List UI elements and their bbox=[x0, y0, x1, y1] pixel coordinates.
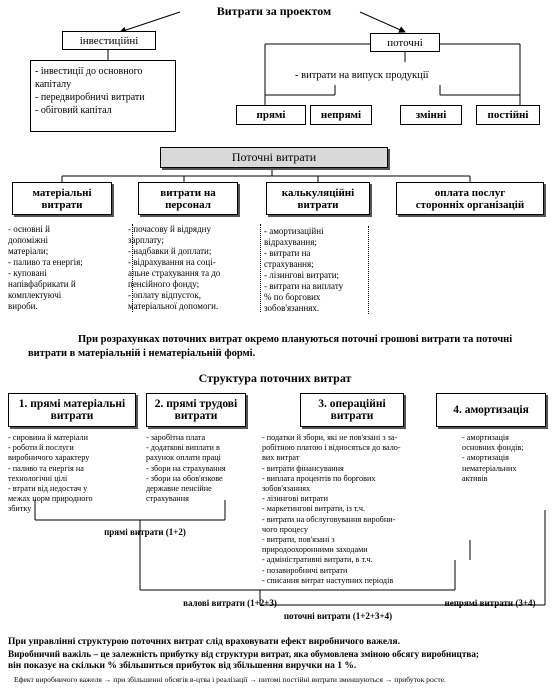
depreciation-label: 4. амортизація bbox=[453, 404, 529, 416]
direct-costs-label: прямі bbox=[256, 109, 286, 121]
direct-material-box: 1. прямі матеріальні витрати bbox=[8, 393, 136, 427]
operating-costs-list: - податки й збори, які не пов'язані з за… bbox=[262, 433, 442, 586]
list-item: - паливо та енергія на технологічні цілі bbox=[8, 463, 84, 483]
direct-labor-label: 2. прямі трудові витрати bbox=[154, 398, 238, 422]
investment-costs-box: інвестиційні bbox=[62, 31, 156, 50]
list-item: - маркетингові витрати, із т.ч. bbox=[262, 504, 366, 514]
personnel-costs-list: - почасову й відрядну зарплату; - надбав… bbox=[128, 224, 261, 312]
list-item: - амортизація нематеріальних активів bbox=[462, 453, 517, 483]
planning-note: При розрахунках поточних витрат окремо п… bbox=[28, 334, 513, 359]
list-item: - надбавки й доплати; bbox=[128, 246, 212, 256]
list-item: - витрати, пов'язані з природоохоронними… bbox=[262, 535, 368, 555]
external-services-box: оплата послуг сторонніх організацій bbox=[396, 182, 544, 215]
list-item: - амортизаційні відрахування; bbox=[264, 226, 324, 247]
list-item: - амортизація основних фондів; bbox=[462, 433, 524, 453]
personnel-costs-box: витрати на персонал bbox=[138, 182, 238, 215]
list-item: - збори на обов'язкове державне пенсійне… bbox=[146, 473, 223, 504]
calculation-costs-box: калькуляційні витрати bbox=[266, 182, 370, 215]
list-item: - основні й допоміжні матеріали; bbox=[8, 224, 50, 256]
list-item: - почасову й відрядну зарплату; bbox=[128, 224, 211, 245]
list-item: - адміністративні витрати, в т.ч. bbox=[262, 555, 373, 565]
list-item: - лізингові витрати bbox=[262, 494, 328, 504]
footer-line-2: Виробничий важіль – це залежність прибут… bbox=[8, 649, 479, 659]
list-item: - виплата процентів по боргових зобов'яз… bbox=[262, 473, 376, 494]
variable-costs-label: змінні bbox=[415, 109, 447, 121]
list-item: - сировина й матеріали bbox=[8, 433, 89, 442]
depreciation-box: 4. амортизація bbox=[436, 393, 546, 427]
list-item: - обіговий капітал bbox=[35, 105, 112, 116]
direct-material-label: 1. прямі матеріальні витрати bbox=[18, 398, 126, 422]
operating-costs-label: 3. операційні витрати bbox=[318, 398, 386, 422]
list-item: - позавиробничі витрати bbox=[262, 565, 348, 575]
investment-costs-list: - інвестиції до основного капіталу - пер… bbox=[30, 60, 176, 132]
list-item: - втрати від недостач у межах норм приро… bbox=[8, 484, 93, 514]
structure-title: Структура поточних витрат bbox=[198, 371, 352, 385]
list-item: - відрахування на соці- альне страхуванн… bbox=[128, 257, 221, 289]
list-item: - передвиробничі витрати bbox=[35, 92, 145, 103]
calculation-costs-list: - амортизаційні відрахування; - витрати … bbox=[264, 226, 369, 314]
direct-costs-group-label: прямі витрати (1+2) bbox=[104, 527, 186, 537]
footer-line-3: він показує на скільки % збільшиться при… bbox=[8, 661, 357, 671]
footer-line-4: Ефект виробничого важеля → при збільшенн… bbox=[14, 675, 446, 684]
fixed-costs-label: постійні bbox=[487, 109, 529, 121]
list-item: - лізингові витрати; bbox=[264, 270, 340, 280]
current-costs-box: поточні bbox=[370, 33, 440, 52]
current-costs-label: поточні bbox=[387, 36, 423, 49]
investment-costs-label: інвестиційні bbox=[79, 34, 139, 47]
indirect-costs-label: непрямі bbox=[320, 109, 362, 121]
running-costs-title: Поточні витрати bbox=[231, 150, 317, 164]
indirect-costs-group-label: непрямі витрати (3+4) bbox=[444, 598, 536, 608]
list-item: - збори на страхування bbox=[146, 463, 226, 473]
direct-costs-box: прямі bbox=[236, 105, 306, 125]
footer-line-1: При управлінні структурою поточних витра… bbox=[8, 637, 400, 647]
gross-costs-group-label: валові витрати (1+2+3) bbox=[183, 598, 277, 608]
running-costs-header: Поточні витрати bbox=[160, 147, 388, 168]
current-costs-group-label: поточні витрати (1+2+3+4) bbox=[283, 611, 393, 621]
list-item: - роботи й послуги виробничого характеру bbox=[8, 443, 90, 463]
depreciation-list: - амортизація основних фондів; - амортиз… bbox=[462, 433, 552, 484]
list-item: - витрати на страхування; bbox=[264, 248, 314, 269]
list-item: - витрати на обслуговування виробни- чог… bbox=[262, 514, 396, 534]
list-item: - витрати фінансування bbox=[262, 463, 344, 473]
project-costs-title: Витрати за проектом bbox=[216, 4, 332, 18]
indirect-costs-box: непрямі bbox=[310, 105, 372, 125]
calculation-costs-label: калькуляційні витрати bbox=[281, 186, 355, 211]
material-costs-list: - основні й допоміжні матеріали; - палив… bbox=[8, 224, 133, 312]
current-costs-subtitle: - витрати на випуск продукції bbox=[295, 70, 429, 81]
variable-costs-box: змінні bbox=[400, 105, 462, 125]
list-item: - оплату відпусток, матеріальної допомог… bbox=[128, 290, 219, 311]
list-item: - списання витрат наступних періодів bbox=[262, 575, 394, 585]
external-services-label: оплата послуг сторонніх організацій bbox=[415, 186, 525, 211]
material-costs-box: матеріальні витрати bbox=[12, 182, 112, 215]
list-item: - інвестиції до основного капіталу bbox=[35, 66, 143, 90]
operating-costs-box: 3. операційні витрати bbox=[300, 393, 404, 427]
direct-material-list: - сировина й матеріали - роботи й послуг… bbox=[8, 433, 136, 515]
material-costs-label: матеріальні витрати bbox=[32, 186, 92, 211]
list-item: - паливо та енергія; bbox=[8, 257, 83, 267]
list-item: - витрати на виплату % по боргових зобов… bbox=[264, 281, 344, 313]
direct-labor-box: 2. прямі трудові витрати bbox=[146, 393, 246, 427]
personnel-costs-label: витрати на персонал bbox=[160, 186, 216, 211]
fixed-costs-box: постійні bbox=[476, 105, 540, 125]
list-item: - заробітна плата bbox=[146, 433, 206, 442]
list-item: - куповані напівфабрикати й комплектуючі… bbox=[8, 268, 76, 311]
list-item: - податки й збори, які не пов'язані з за… bbox=[262, 433, 401, 463]
list-item: - додаткові виплати в рахунок оплати пра… bbox=[146, 443, 221, 463]
direct-labor-list: - заробітна плата - додаткові виплати в … bbox=[146, 433, 256, 504]
